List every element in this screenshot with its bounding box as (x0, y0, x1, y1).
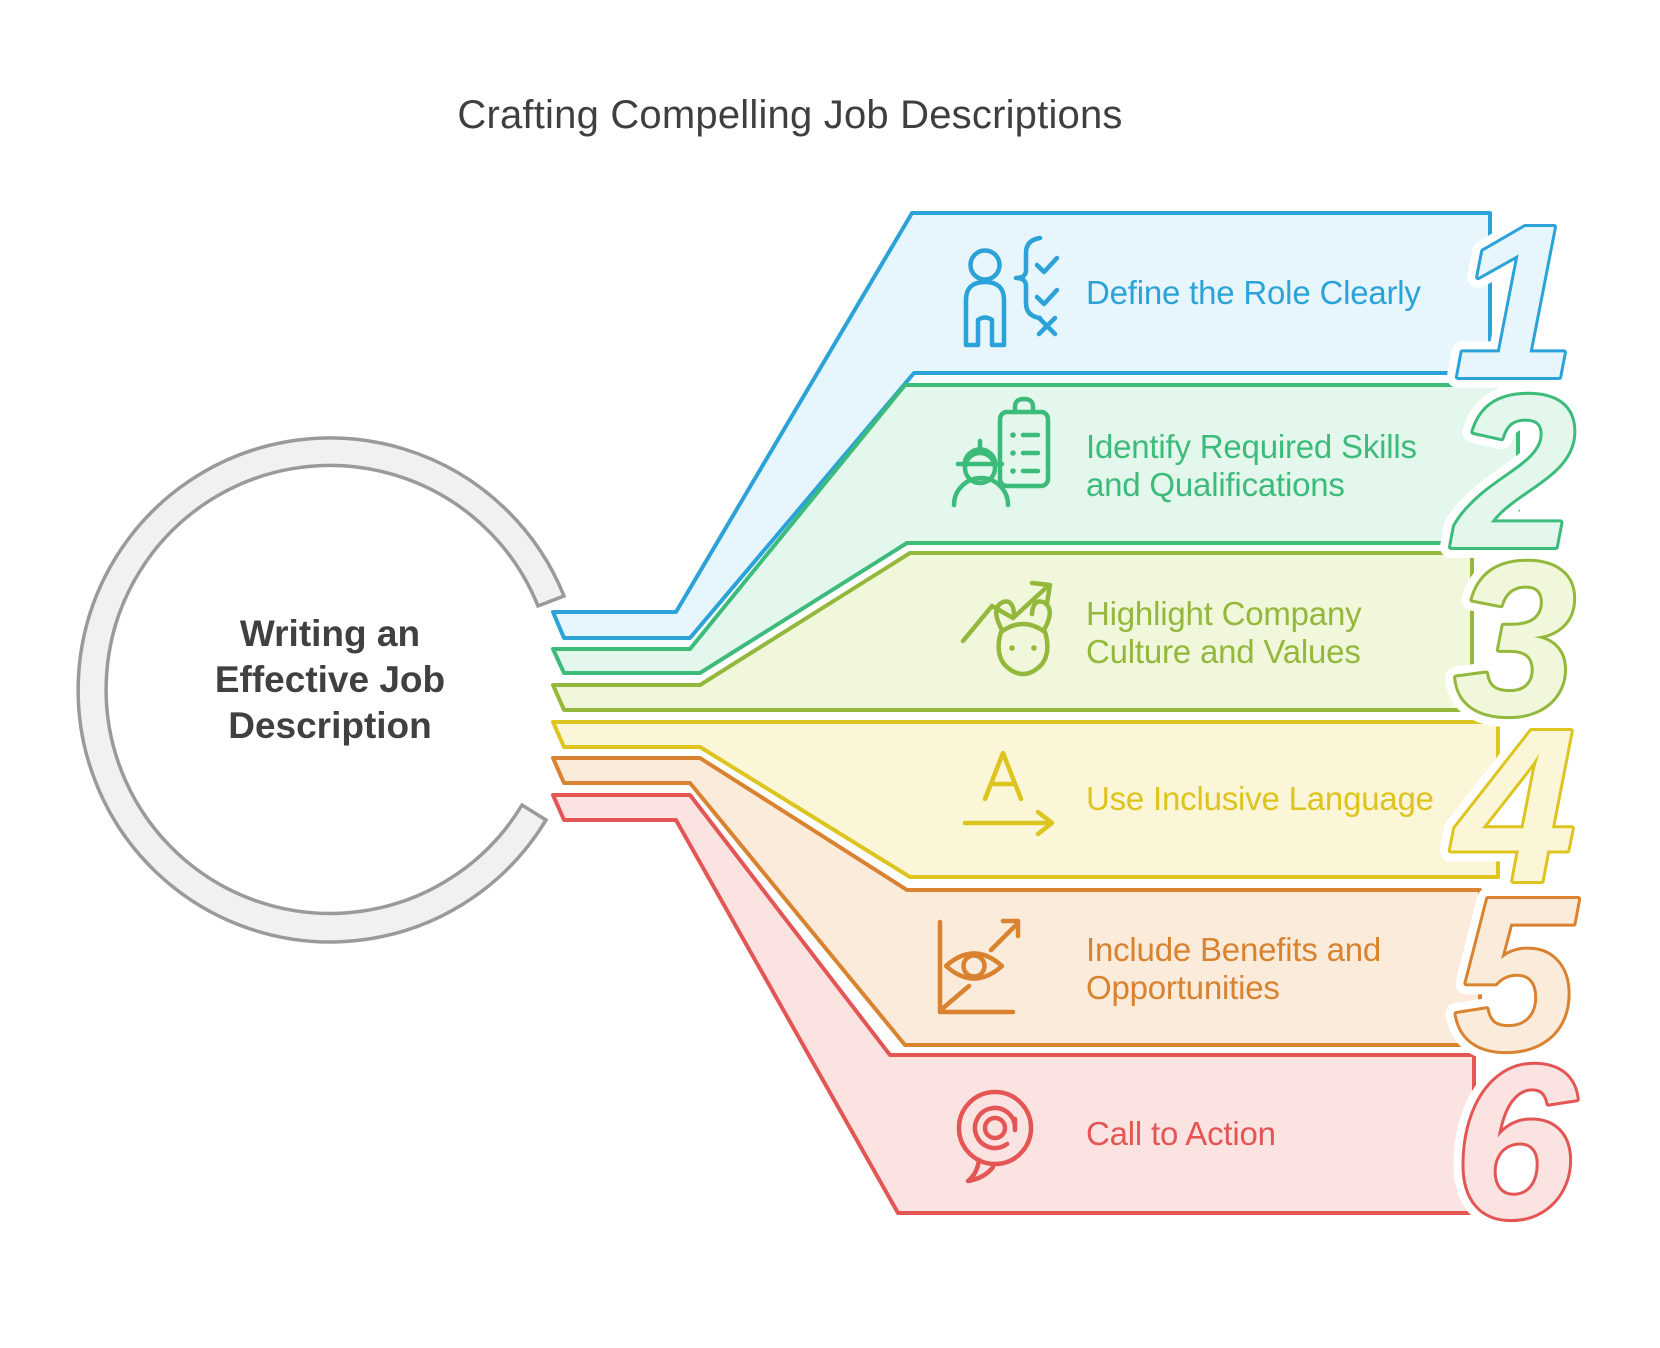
worker-clipboard-icon (951, 396, 1051, 508)
step-4-number: 4 (1450, 685, 1575, 928)
step-5-number: 5 (1454, 853, 1578, 1096)
person-checklist-icon (963, 235, 1060, 348)
step-2-number: 2 (1450, 351, 1575, 594)
letter-a-arrow-icon (962, 750, 1055, 837)
step-2-number-halo: 2 (1450, 351, 1575, 594)
step-1-number: 1 (1454, 181, 1575, 424)
step-1-label: Define the Role Clearly (1086, 274, 1421, 311)
step-5-number-halo: 5 (1454, 853, 1578, 1096)
page-title: Crafting Compelling Job Descriptions (457, 93, 1122, 137)
step-6-label: Call to Action (1086, 1115, 1276, 1152)
at-mention-bubble-icon (956, 1089, 1034, 1184)
eye-vision-arrow-icon (937, 918, 1021, 1015)
step-2-ribbon (551, 383, 1520, 675)
step-3-ribbon (551, 551, 1474, 712)
step-3-number: 3 (1454, 518, 1575, 761)
step-4-number-halo: 4 (1450, 685, 1575, 928)
step-6-number-halo: 6 (1454, 1021, 1577, 1264)
step-5-ribbon (551, 756, 1482, 1047)
step-6-number: 6 (1454, 1021, 1577, 1264)
bull-growth-arrow-icon (960, 580, 1053, 677)
step-4-ribbon (551, 720, 1500, 879)
step-1-number-halo: 1 (1454, 181, 1575, 424)
step-6-ribbon (551, 793, 1476, 1215)
step-3-number-halo: 3 (1454, 518, 1575, 761)
hub-ring (76, 436, 567, 944)
step-4-label: Use Inclusive Language (1086, 780, 1434, 817)
step-1-ribbon (551, 211, 1492, 640)
